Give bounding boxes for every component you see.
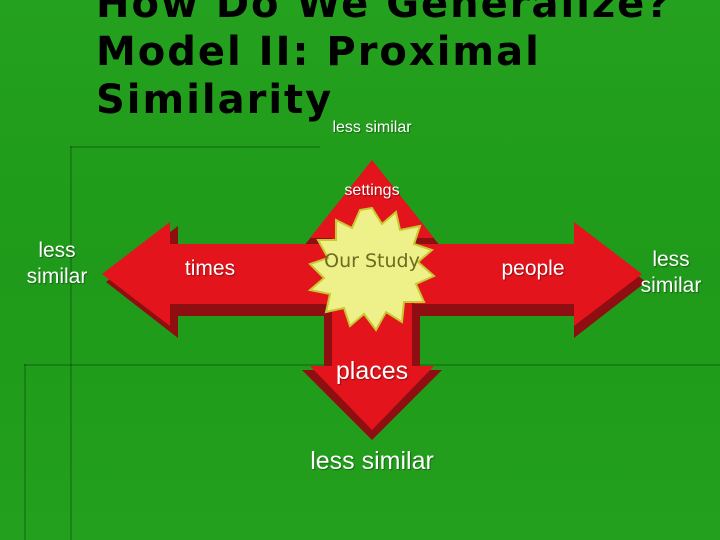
slide-title: How Do We Generalize? Model II: Proximal… [96, 0, 672, 124]
decorative-line [24, 364, 26, 540]
title-line-1: How Do We Generalize? [96, 0, 672, 27]
up-arrow-label: settings [344, 182, 400, 199]
bottom-end-label: less similar [310, 447, 434, 475]
down-arrow [310, 292, 434, 430]
left-arrow [102, 222, 330, 326]
decorative-line [70, 146, 320, 148]
right-arrow-label: people [501, 257, 565, 280]
title-line-2: Model II: Proximal [96, 29, 541, 75]
down-arrow-label: places [335, 357, 409, 385]
arrow-face-group [102, 160, 642, 430]
right-end-label: less similar [640, 248, 702, 297]
decorative-line [70, 146, 72, 540]
starburst [307, 206, 436, 332]
left-arrow-label: times [184, 257, 236, 280]
right-arrow [414, 222, 642, 326]
left-end-label: less similar [26, 239, 88, 288]
center-label: Our Study [324, 250, 420, 272]
title-line-3: Similarity [96, 77, 334, 123]
top-end-label: less similar [332, 119, 412, 136]
